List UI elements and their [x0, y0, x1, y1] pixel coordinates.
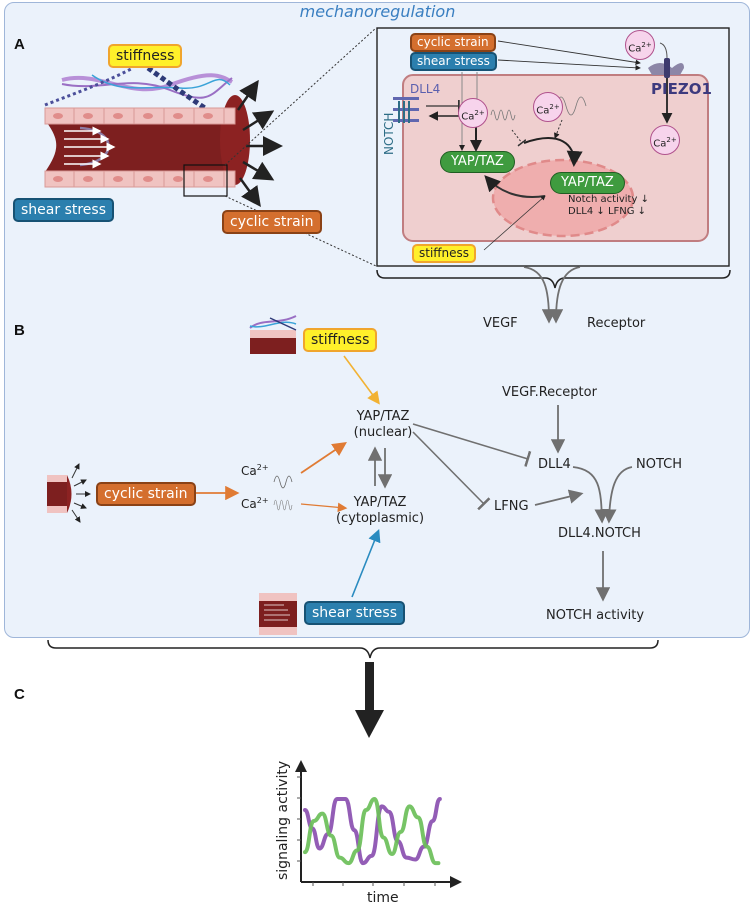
yaptaz-cytoplasmic: YAP/TAZ [440, 151, 515, 173]
flow-arrows [64, 126, 116, 169]
nucleus-text-dll4-lfng: DLL4 ↓ LFNG ↓ [568, 206, 647, 217]
blood-vessel [44, 95, 250, 188]
vegf-receptor-label: VEGF.Receptor [502, 385, 597, 400]
yaptaz-nuclear: YAP/TAZ [550, 172, 625, 194]
arrow-notch-to-complex [602, 466, 633, 524]
panel-label-c: C [14, 686, 25, 703]
chart-series-green [303, 796, 441, 866]
arrow-vegf [523, 266, 557, 324]
piezo1-channel-icon [648, 58, 684, 78]
inset-cyclic-strain-label: cyclic strain [410, 33, 496, 52]
b-stiffness-label: stiffness [303, 328, 378, 352]
notch-node: NOTCH [636, 457, 682, 472]
notch-dll4-receptors-icon [393, 97, 419, 123]
arrow-receptor [548, 266, 581, 324]
zoom-line-top [224, 27, 377, 166]
brace-a [376, 269, 731, 289]
lfng-node: LFNG [494, 499, 529, 514]
panel-label-b: B [14, 322, 25, 339]
notch-label: NOTCH [382, 112, 396, 155]
yaptaz-nuclear-line1: YAP/TAZ [356, 409, 410, 424]
ecm-fibers [44, 65, 234, 111]
brace-ab [47, 639, 659, 659]
receptor-label: Receptor [587, 316, 646, 331]
b-ca-slow: Ca2+ [241, 496, 269, 511]
chart-ylabel: signaling activity [275, 760, 291, 880]
shear-stress-vessel-icon [259, 593, 297, 635]
yaptaz-nuclear-line2: (nuclear) [353, 425, 413, 440]
arrow-ca-to-cyto [300, 502, 348, 513]
inhibit-nuclear-dll4 [412, 423, 532, 467]
arrow-stiffness-to-nuclear [343, 355, 380, 405]
signaling-chart [295, 760, 462, 888]
dll4-label: DLL4 [410, 82, 441, 96]
chart-series-purple [303, 796, 442, 866]
b-shear-stress-label: shear stress [304, 601, 405, 625]
arrow-lfng [534, 489, 584, 506]
nucleus-text-notch: Notch activity ↓ [568, 194, 649, 205]
cyclic-strain-label: cyclic strain [222, 210, 322, 234]
b-ca-fast: Ca2+ [241, 463, 269, 478]
stiffness-label: stiffness [108, 44, 183, 68]
calcium-ion: Ca2+ [458, 98, 488, 128]
cyclic-strain-vessel-icon [47, 463, 91, 523]
down-arrow-shaft [365, 662, 374, 712]
panel-label-a: A [14, 36, 25, 53]
stiffness-vessel-icon [249, 315, 297, 354]
piezo1-label: PIEZO1 [651, 80, 712, 98]
dll4-notch-node: DLL4.NOTCH [558, 526, 641, 541]
inset-stiffness-label: stiffness [412, 244, 477, 263]
chart-xlabel: time [367, 890, 399, 906]
arrow-dll4-to-complex [572, 466, 609, 524]
vegf-label: VEGF [483, 316, 518, 331]
notch-activity-node: NOTCH activity [546, 608, 645, 623]
inhibit-nuclear-lfng [412, 431, 491, 511]
arrow-ca-to-nuclear [300, 441, 347, 474]
down-arrow-head [355, 710, 384, 738]
arrow-shear-to-cyto [351, 529, 381, 598]
calcium-ion: Ca2+ [650, 125, 680, 155]
calcium-ion: Ca2+ [625, 30, 655, 60]
yaptaz-cyto-line2: (cytoplasmic) [335, 511, 425, 526]
b-cyclic-strain-label: cyclic strain [96, 482, 196, 506]
strain-arrows [236, 79, 283, 208]
zoom-region-box [183, 164, 228, 197]
yaptaz-cyto-line1: YAP/TAZ [353, 495, 407, 510]
inset-shear-stress-label: shear stress [410, 52, 497, 71]
figure-title: mechanoregulation [299, 2, 456, 21]
shear-stress-label: shear stress [13, 198, 114, 222]
calcium-ion: Ca2+ [533, 92, 563, 122]
dll4-node: DLL4 [538, 457, 571, 472]
